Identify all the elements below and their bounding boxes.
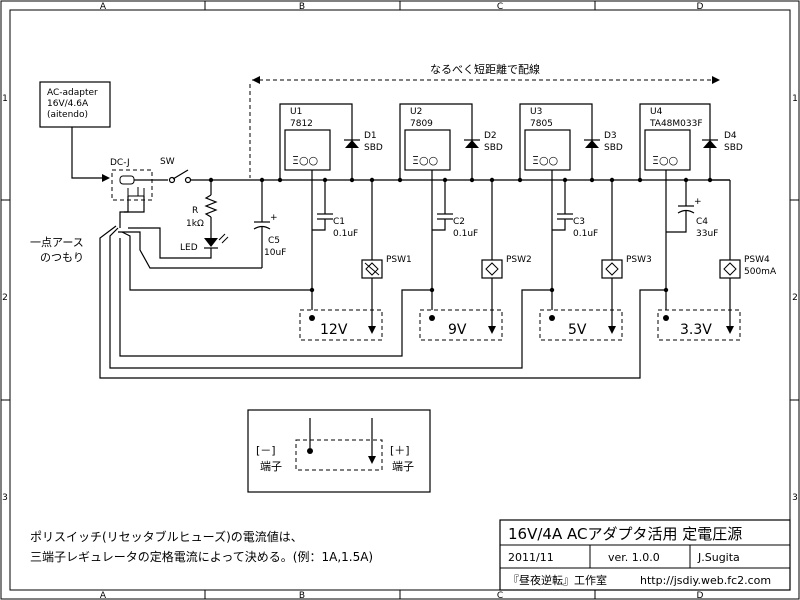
c2-value: 0.1uF xyxy=(453,229,478,239)
ground-note-line-1: 一点アース xyxy=(30,236,84,249)
row-label-left-1: 1 xyxy=(2,94,8,104)
title-version: ver. 1.0.0 xyxy=(608,551,660,564)
ac-adapter-rating: 16V/4.6A xyxy=(47,99,89,109)
output-9v-label: 9V xyxy=(448,322,467,338)
route-note: なるべく短距離で配線 xyxy=(249,62,720,178)
dc-jack: DC-J xyxy=(110,158,168,228)
d1-type: SBD xyxy=(364,143,383,153)
dc-jack-label: DC-J xyxy=(110,158,130,168)
regulator-stage-u1: U1 7812 Ξ○○ D1 SBD C1 0.1uF PSW1 12V xyxy=(277,103,412,341)
ground-returns xyxy=(99,225,666,379)
u3-ref: U3 xyxy=(530,107,542,117)
c5-value: 10uF xyxy=(264,248,286,258)
col-label-bottom-a: A xyxy=(100,591,107,600)
col-label-top-d: D xyxy=(697,2,704,12)
legend-minus: [－] xyxy=(256,444,276,457)
ac-adapter-vendor: (aitendo) xyxy=(47,110,88,120)
output-5v-label: 5V xyxy=(568,322,587,338)
output-12v-label: 12V xyxy=(320,322,348,338)
svg-text:+: + xyxy=(270,213,278,223)
title-date: 2011/11 xyxy=(508,551,554,564)
route-note-text: なるべく短距離で配線 xyxy=(430,62,540,76)
footnote-line-2: 三端子レギュレータの定格電流によって決める。(例：1A,1.5A) xyxy=(30,549,373,564)
title-author: J.Sugita xyxy=(697,551,740,564)
u2-symbol: Ξ○○ xyxy=(412,154,438,167)
row-label-right-2: 2 xyxy=(792,293,798,303)
legend-minus-terminal: 端子 xyxy=(260,460,282,473)
c3-value: 0.1uF xyxy=(573,229,598,239)
d3-ref: D3 xyxy=(604,131,617,141)
u3-part: 7805 xyxy=(530,119,553,129)
u1-symbol: Ξ○○ xyxy=(292,154,318,167)
ac-adapter: AC-adapter 16V/4.6A (aitendo) xyxy=(39,81,111,182)
col-label-bottom-c: C xyxy=(497,591,503,600)
title-block: 16V/4A ACアダプタ活用 定電圧源 2011/11 ver. 1.0.0 … xyxy=(499,519,791,591)
u1-part: 7812 xyxy=(290,119,313,129)
led-label: LED xyxy=(180,243,198,253)
d3-type: SBD xyxy=(604,143,623,153)
ac-adapter-label: AC-adapter xyxy=(47,88,98,98)
regulator-stage-u4: U4 TA48M033F Ξ○○ D4 SBD + C4 33uF PSW4 5… xyxy=(637,103,777,341)
u2-part: 7809 xyxy=(410,119,433,129)
c2-ref: C2 xyxy=(453,217,465,227)
col-label-bottom-b: B xyxy=(299,591,305,600)
col-label-top-b: B xyxy=(299,2,305,12)
u1-ref: U1 xyxy=(290,107,302,117)
regulator-stage-u3: U3 7805 Ξ○○ D3 SBD C3 0.1uF PSW3 5V xyxy=(517,103,652,341)
d2-type: SBD xyxy=(484,143,503,153)
terminal-legend: [－] 端子 [＋] 端子 xyxy=(247,409,431,493)
c4-ref: C4 xyxy=(696,217,708,227)
c1-value: 0.1uF xyxy=(333,229,358,239)
psw1-label: PSW1 xyxy=(386,255,412,265)
row-label-right-1: 1 xyxy=(792,94,798,104)
footnote-line-1: ポリスイッチ(リセッタブルヒューズ)の電流値は、 xyxy=(30,529,303,544)
output-3v3-label: 3.3V xyxy=(680,322,712,338)
col-label-top-c: C xyxy=(497,2,503,12)
resistor-ref: R xyxy=(192,206,198,216)
row-label-right-3: 3 xyxy=(792,493,798,503)
footnote: ポリスイッチ(リセッタブルヒューズ)の電流値は、 三端子レギュレータの定格電流に… xyxy=(30,529,373,564)
c3-ref: C3 xyxy=(573,217,585,227)
col-label-top-a: A xyxy=(100,2,107,12)
u4-ref: U4 xyxy=(650,107,663,117)
d2-ref: D2 xyxy=(484,131,497,141)
psw4-rating: 500mA xyxy=(744,267,777,277)
row-label-left-3: 3 xyxy=(2,493,8,503)
d4-ref: D4 xyxy=(724,131,737,141)
regulator-stage-u2: U2 7809 Ξ○○ D2 SBD C2 0.1uF PSW2 9V xyxy=(397,103,532,341)
psw4-label: PSW4 xyxy=(744,255,770,265)
switch-label: SW xyxy=(160,157,175,167)
power-switch: SW xyxy=(160,157,250,184)
capacitor-c5: + C5 10uF xyxy=(118,177,286,269)
u4-part: TA48M033F xyxy=(649,119,703,129)
c5-ref: C5 xyxy=(268,236,280,246)
col-label-bottom-d: D xyxy=(697,591,704,600)
svg-text:+: + xyxy=(694,197,702,207)
resistor-r: R 1kΩ xyxy=(186,177,218,238)
title-text: 16V/4A ACアダプタ活用 定電圧源 xyxy=(508,525,742,543)
legend-plus: [＋] xyxy=(390,444,410,457)
c4-value: 33uF xyxy=(696,229,718,239)
legend-plus-terminal: 端子 xyxy=(392,460,414,473)
u4-symbol: Ξ○○ xyxy=(652,154,678,167)
ground-note-line-2: のつもり xyxy=(40,251,84,264)
d4-type: SBD xyxy=(724,143,743,153)
psw3-label: PSW3 xyxy=(626,255,652,265)
ground-note: 一点アース のつもり xyxy=(30,236,84,264)
d1-ref: D1 xyxy=(364,131,377,141)
psw2-label: PSW2 xyxy=(506,255,532,265)
u2-ref: U2 xyxy=(410,107,422,117)
row-label-left-2: 2 xyxy=(2,293,8,303)
led: LED xyxy=(128,227,229,259)
c1-ref: C1 xyxy=(333,217,345,227)
resistor-value: 1kΩ xyxy=(186,219,204,229)
title-url: http://jsdiy.web.fc2.com xyxy=(640,574,771,587)
u3-symbol: Ξ○○ xyxy=(532,154,558,167)
title-studio: 『昼夜逆転』工作室 xyxy=(508,573,607,587)
